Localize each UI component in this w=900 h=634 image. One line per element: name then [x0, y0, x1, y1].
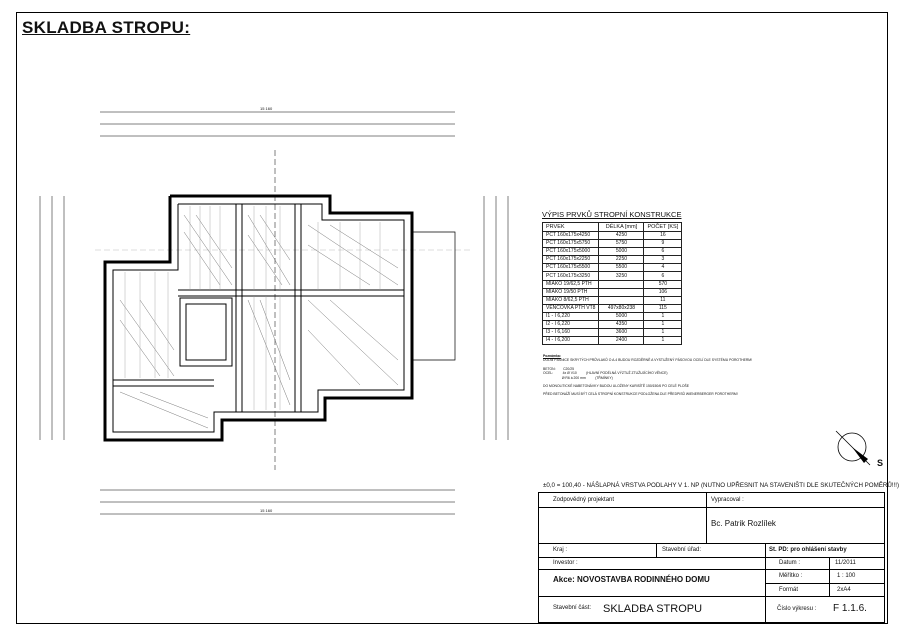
- format-label: Formát: [779, 587, 799, 593]
- table-cell: PCT 160x175x5500: [541, 263, 600, 273]
- drawn-label: Vypracoval :: [711, 497, 744, 503]
- note-line: Ø R6 á 200 mm (TŘMÍNKY): [543, 375, 613, 380]
- scale-label: Měřítko :: [779, 573, 803, 579]
- table-row: MIAKO 19/62,5 PTH 570: [541, 279, 683, 289]
- office-label: Stavební úřad:: [662, 547, 702, 553]
- part-value: SKLADBA STROPU: [603, 603, 703, 615]
- table-cell: 115: [643, 303, 683, 313]
- table-cell: 1: [643, 328, 683, 338]
- table-row: MIAKO 8/62,5 PTH 11: [541, 295, 683, 305]
- drawn-name: Bc. Patrik Rozlílek: [711, 519, 776, 528]
- elevation-note: ±0,0 = 100,40 - NÁŠLAPNÁ VRSTVA PODLAHY …: [543, 482, 900, 489]
- dim-bottom-total: 15 160: [260, 508, 273, 513]
- table-cell: [598, 287, 645, 297]
- table-cell: I2 - I 6,220: [541, 320, 600, 330]
- table-header: DÉLKA [mm]: [598, 222, 645, 232]
- compass-label: S: [877, 458, 884, 468]
- table-cell: 4250: [598, 230, 645, 241]
- part-label: Stavební část:: [553, 605, 592, 611]
- stage: St. PD: pro ohlášení stavby: [769, 547, 847, 553]
- table-cell: 3250: [598, 271, 645, 281]
- table-cell: [598, 279, 645, 289]
- investor-label: Investor :: [553, 560, 578, 566]
- drawing-frame: [16, 12, 888, 624]
- table-cell: 5500: [598, 263, 645, 273]
- table-cell: PCT 160x175x3250: [541, 271, 600, 281]
- note-line: DO MONOLITICKÉ NABETONÁVKY BUDOU ULOŽENY…: [543, 384, 690, 389]
- format-value: 2xA4: [837, 587, 851, 593]
- table-cell: I3 - I 6,160: [541, 328, 600, 338]
- table-cell: 4: [643, 263, 683, 273]
- table-cell: MIAKO 19/50 PTH: [541, 287, 600, 297]
- table-cell: 1: [643, 336, 683, 346]
- scale-value: 1 : 100: [837, 573, 856, 579]
- table-cell: 5000: [598, 311, 645, 322]
- date-label: Datum :: [779, 560, 801, 566]
- note-line: BETON: C20/25: [543, 366, 575, 371]
- region-label: Kraj :: [553, 547, 568, 553]
- drawing-no-label: Číslo výkresu :: [777, 606, 817, 612]
- page-title: SKLADBA STROPU:: [22, 18, 191, 37]
- table-cell: 3600: [598, 328, 645, 338]
- table-cell: 2400: [598, 336, 645, 346]
- dim-top-total: 15 160: [260, 106, 273, 111]
- note-line: DOLNÍ PÁSNICE SKRYTÝCH PRŮVLAKŮ O A.4 BU…: [543, 358, 753, 363]
- responsible-label: Zodpovědný projektant: [553, 497, 615, 503]
- table-cell: 3: [643, 255, 683, 265]
- table-cell: 6: [643, 247, 683, 257]
- title-block: Zodpovědný projektant Vypracoval : Bc. P…: [538, 492, 885, 624]
- table-cell: 9: [643, 239, 683, 249]
- table-cell: I1 - I 6,220: [541, 311, 600, 322]
- drawing-no-value: F 1.1.6.: [833, 603, 867, 614]
- table-cell: 5000: [598, 247, 645, 257]
- table-cell: MIAKO 8/62,5 PTH: [541, 295, 600, 305]
- note-line: OCEL: 4x Ø V10 (HLAVNÍ PODÉLNÁ VÝZTUŽ ZT…: [543, 371, 668, 376]
- table-cell: I4 - I 6,200: [541, 336, 600, 346]
- table-cell: PCT 160x175x4250: [541, 230, 600, 241]
- table-cell: MIAKO 19/62,5 PTH: [541, 279, 600, 289]
- table-header: POČET [KS]: [643, 222, 683, 232]
- table-cell: VĚNCOVKA PTH VT8: [541, 303, 600, 313]
- table-cell: 1: [643, 311, 683, 322]
- notes-block: Poznámka: DOLNÍ PÁSNICE SKRYTÝCH PRŮVLAK…: [543, 354, 793, 397]
- table-row: MIAKO 19/50 PTH 106: [541, 287, 683, 297]
- elements-table: VÝPIS PRVKŮ STROPNÍ KONSTRUKCE PRVEK DÉL…: [541, 210, 683, 346]
- table-cell: 6: [643, 271, 683, 281]
- table-cell: 497x80x238: [598, 303, 645, 313]
- date-value: 11/2011: [835, 560, 856, 566]
- table-cell: 4350: [598, 320, 645, 330]
- note-line: PŘED BETONÁŽÍ MUSÍ BÝT CELÁ STROPNÍ KONS…: [543, 392, 738, 397]
- table-cell: 16: [643, 230, 683, 241]
- table-cell: 11: [643, 295, 683, 305]
- table-cell: 570: [643, 279, 683, 289]
- table-cell: 5750: [598, 239, 645, 249]
- table-cell: 2250: [598, 255, 645, 265]
- table-header: PRVEK: [541, 222, 600, 232]
- table-cell: PCT 160x175x2250: [541, 255, 600, 265]
- table-cell: [598, 295, 645, 305]
- table-title: VÝPIS PRVKŮ STROPNÍ KONSTRUKCE: [542, 210, 682, 219]
- table-cell: 106: [643, 287, 683, 297]
- notes-title: Poznámka:: [543, 354, 561, 358]
- table-cell: PCT 160x175x5000: [541, 247, 600, 257]
- table-cell: PCT 160x175x5750: [541, 239, 600, 249]
- table-cell: 1: [643, 320, 683, 330]
- action-title: Akce: NOVOSTAVBA RODINNÉHO DOMU: [553, 575, 710, 584]
- north-arrow-icon: [835, 430, 871, 466]
